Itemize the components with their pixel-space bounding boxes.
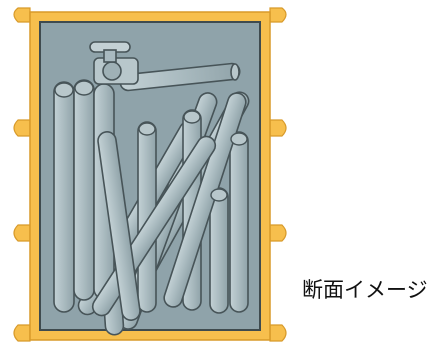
cross-section-illustration	[13, 7, 287, 342]
wall-bracket-icon	[13, 224, 31, 242]
wall-bracket-icon	[13, 7, 31, 23]
pipe-bundle	[53, 79, 250, 336]
caption-label: 断面イメージ	[302, 278, 428, 302]
hammer-icon	[89, 41, 241, 92]
wall-bracket-icon	[269, 224, 287, 242]
wall-bracket-icon	[269, 7, 287, 23]
pipe	[73, 79, 95, 301]
pipe	[53, 81, 75, 313]
wall-bracket-icon	[13, 324, 31, 342]
pipe	[163, 92, 247, 308]
pipe-end-caps	[54, 80, 248, 202]
right-brackets	[269, 7, 287, 342]
pipe	[97, 131, 141, 321]
wall-bracket-icon	[269, 119, 287, 137]
left-brackets	[13, 7, 31, 342]
pipe	[229, 131, 249, 313]
wall-bracket-icon	[269, 324, 287, 342]
wall-bracket-icon	[13, 119, 31, 137]
